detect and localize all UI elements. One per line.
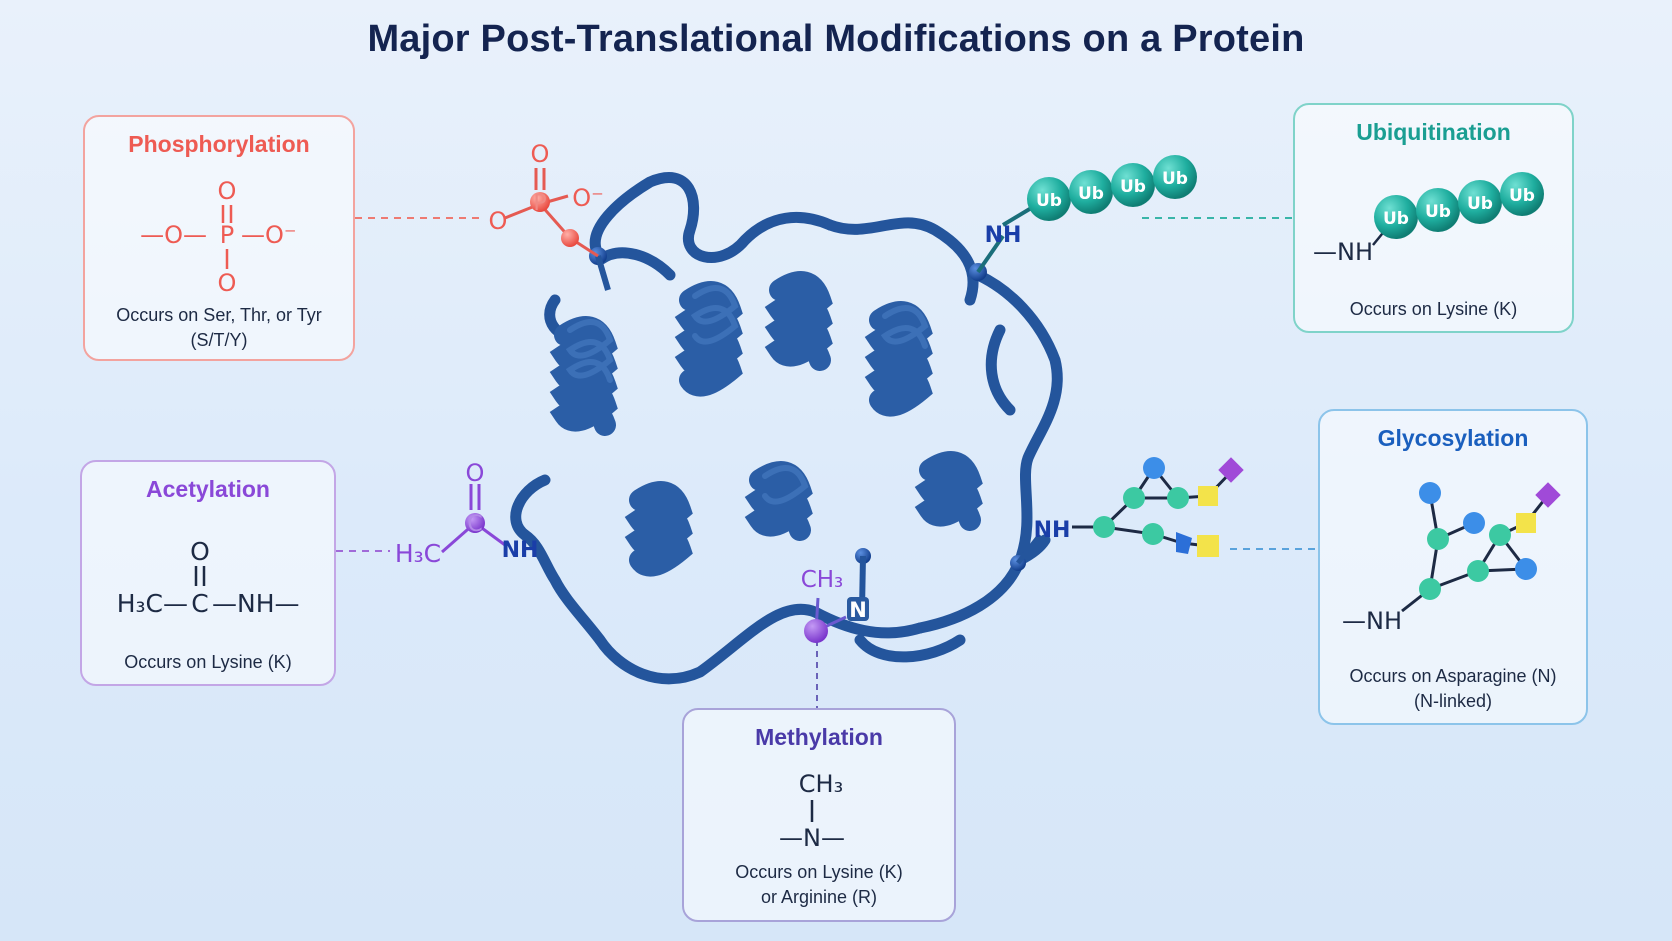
methylation-site: Occurs on Lysine (K) or Arginine (R)	[684, 860, 954, 910]
acet-formula-nh: —NH—	[212, 589, 300, 618]
protein-ub-units: Ub Ub Ub Ub	[1027, 155, 1197, 221]
protein-phos-o-left: O	[489, 207, 508, 235]
phosphorylation-site-text: Occurs on Ser, Thr, or Tyr	[116, 305, 322, 325]
protein-ubi-nh: NH	[985, 223, 1022, 248]
phos-formula-o-top: O	[218, 177, 237, 205]
protein-meth-n: N	[849, 598, 867, 622]
acet-formula-h3c: H₃C—	[117, 589, 188, 618]
protein-phos-p: P	[533, 191, 546, 216]
phos-formula-o-right: —O⁻	[241, 221, 297, 249]
phos-formula-o-bottom: O	[218, 269, 237, 297]
acet-formula-c: C	[191, 589, 208, 618]
ubi-card-ub-3: Ub	[1467, 194, 1493, 214]
phosphorylation-title: Phosphorylation	[128, 131, 310, 157]
acetylation-title: Acetylation	[146, 476, 270, 502]
phosphate-structure: O —O— P —O⁻ O	[140, 177, 297, 297]
page-title: Major Post-Translational Modifications o…	[367, 18, 1305, 60]
glycosylation-title: Glycosylation	[1377, 425, 1529, 451]
glycosylation-site: Occurs on Asparagine (N) (N-linked)	[1320, 664, 1586, 714]
ubiquitination-title: Ubiquitination	[1356, 119, 1511, 145]
methylation-card: CH₃ —N— Methylation Occurs on Lysine (K)…	[682, 708, 956, 922]
acet-formula-o: O	[190, 537, 210, 566]
phosphorylation-card: O —O— P —O⁻ O Phosphorylation Occurs on …	[83, 115, 355, 361]
protein-loops	[510, 172, 1063, 685]
protein-acet-nh: NH	[502, 538, 539, 563]
protein-ub-1: Ub	[1036, 191, 1062, 211]
protein-acet-c: C	[467, 512, 482, 537]
glycan-structure: —NH	[1342, 482, 1561, 635]
ubiquitin-chain-structure: —NH Ub Ub Ub Ub	[1313, 172, 1544, 266]
ubiquitination-site: Occurs on Lysine (K)	[1349, 299, 1518, 319]
protein-phos-o-top: O	[531, 140, 550, 168]
protein-phos-o-right: O⁻	[572, 184, 604, 212]
protein-phospho-group: O P O O⁻	[489, 140, 611, 291]
acetylation-card: O H₃C— C —NH— Acetylation Occurs on Lysi…	[80, 460, 336, 686]
protein-glycan-tree: NH	[1016, 457, 1244, 565]
glycosylation-site-detail: (N-linked)	[1413, 691, 1492, 711]
protein-methyl-group: CH₃ N	[801, 555, 869, 643]
protein-ub-3: Ub	[1120, 177, 1146, 197]
meth-formula-ch3: CH₃	[799, 770, 843, 798]
phosphorylation-site: Occurs on Ser, Thr, or Tyr (S/T/Y)	[85, 303, 353, 353]
protein-glyc-nh: NH	[1034, 518, 1071, 543]
ubi-card-ub-2: Ub	[1425, 202, 1451, 222]
protein-acet-h3c: H₃C	[395, 539, 441, 568]
protein-ub-2: Ub	[1078, 184, 1104, 204]
meth-formula-n: —N—	[779, 824, 845, 852]
phos-formula-p: P	[220, 221, 234, 249]
methylation-site-text: Occurs on Lysine (K)	[735, 862, 903, 882]
connector-lines	[336, 217, 1318, 708]
acetyl-structure: O H₃C— C —NH—	[117, 537, 300, 618]
glyc-formula-nh: —NH	[1342, 607, 1402, 635]
phos-formula-o-left: —O—	[140, 221, 207, 249]
ubiquitination-card: —NH Ub Ub Ub Ub Ubiquitination Occurs on…	[1293, 103, 1574, 333]
phosphorylation-site-detail: (S/T/Y)	[190, 330, 248, 350]
glycosylation-site-text: Occurs on Asparagine (N)	[1349, 666, 1557, 686]
glycosylation-card: —NH	[1318, 409, 1588, 725]
methylation-title: Methylation	[755, 724, 883, 750]
protein-helices	[549, 271, 983, 577]
ubi-card-ub-1: Ub	[1383, 209, 1409, 229]
protein-ub-4: Ub	[1162, 169, 1188, 189]
protein-meth-ch3: CH₃	[801, 567, 844, 593]
ubi-formula-nh: —NH	[1313, 238, 1373, 266]
acetylation-site: Occurs on Lysine (K)	[124, 652, 292, 672]
protein-acet-o: O	[466, 459, 485, 487]
protein-acetyl-group: O C H₃C NH	[395, 459, 539, 568]
ubi-card-ub-4: Ub	[1509, 186, 1535, 206]
protein-helix-highlights	[565, 285, 929, 505]
protein-ubiquitin-chain: NH Ub Ub Ub Ub	[976, 155, 1197, 274]
methyl-structure: CH₃ —N—	[779, 770, 845, 852]
methylation-site-detail: or Arginine (R)	[760, 887, 878, 907]
